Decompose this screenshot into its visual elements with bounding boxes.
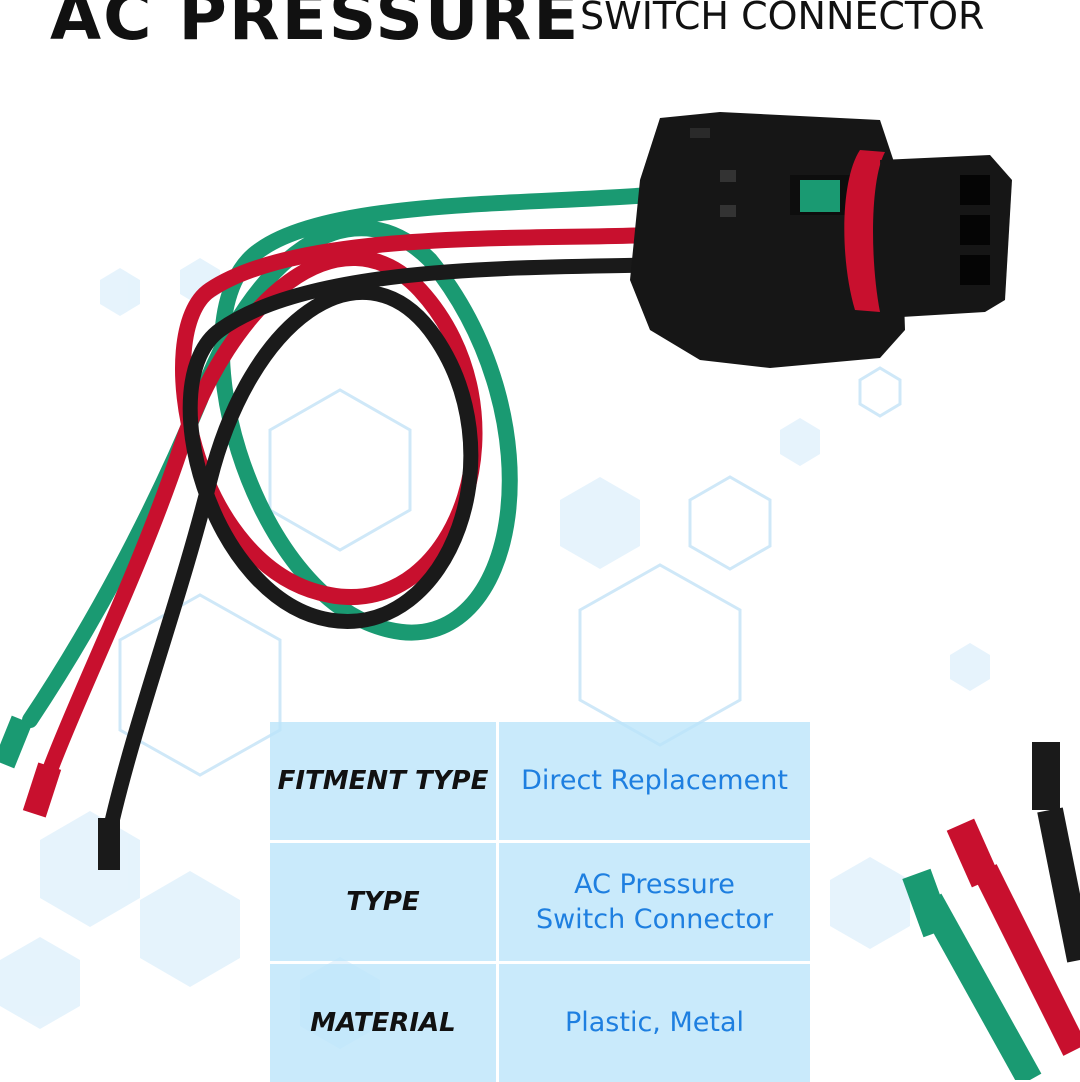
connector-red-latch xyxy=(844,150,885,312)
spec-row-material: MATERIAL Plastic, Metal xyxy=(270,964,810,1082)
closeup-green-wire xyxy=(918,893,1042,1080)
spec-label: FITMENT TYPE xyxy=(270,722,496,840)
closeup-red-terminal xyxy=(946,818,1000,888)
black-wire xyxy=(102,257,658,838)
spec-value: Direct Replacement xyxy=(499,722,810,840)
spec-label: TYPE xyxy=(270,843,496,961)
spec-table: FITMENT TYPE Direct Replacement TYPE AC … xyxy=(270,722,810,1082)
spec-label: MATERIAL xyxy=(270,964,496,1082)
closeup-black-wire xyxy=(1037,807,1080,963)
closeup-black-terminal xyxy=(1032,742,1060,810)
page-title: AC PRESSURE xyxy=(50,0,581,55)
spec-value: AC Pressure Switch Connector xyxy=(499,843,810,961)
black-terminal xyxy=(98,818,120,870)
spec-value: Plastic, Metal xyxy=(499,964,810,1082)
red-terminal xyxy=(22,762,62,818)
connector-mating-face xyxy=(880,155,1012,318)
green-terminal xyxy=(0,715,33,769)
spec-row-type: TYPE AC Pressure Switch Connector xyxy=(270,843,810,961)
red-wire xyxy=(42,227,658,778)
spec-row-fitment-type: FITMENT TYPE Direct Replacement xyxy=(270,722,810,840)
closeup-green-terminal xyxy=(902,868,952,938)
closeup-red-wire xyxy=(973,864,1080,1056)
page-subtitle: SWITCH CONNECTOR xyxy=(580,0,985,38)
